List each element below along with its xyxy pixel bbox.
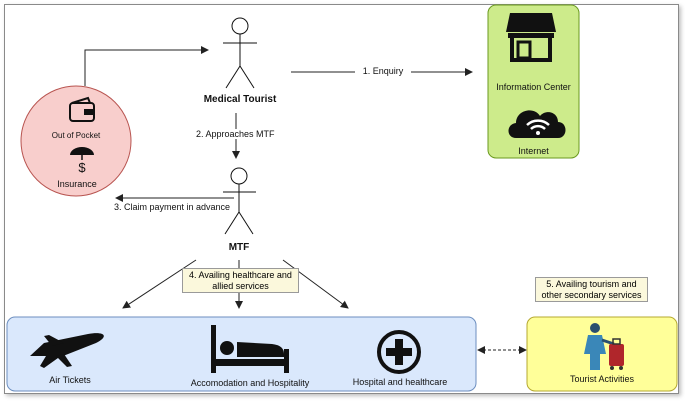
claim-label: 3. Claim payment in advance: [114, 202, 231, 212]
cloud-wifi-icon: [508, 110, 566, 138]
availing-tourism-note: 5. Availing tourism and other secondary …: [535, 277, 648, 302]
insurance-label: Insurance: [57, 179, 97, 189]
medical-tourist-actor-icon: [223, 17, 257, 89]
out-of-pocket-label: Out of Pocket: [51, 131, 101, 140]
mtf-label: MTF: [228, 242, 250, 253]
tourist-activities-label: Tourist Activities: [569, 374, 635, 384]
wallet-icon: [69, 96, 95, 122]
medical-tourist-label: Medical Tourist: [203, 94, 277, 105]
internet-label: Internet: [518, 146, 549, 156]
availing-healthcare-note: 4. Availing healthcare and allied servic…: [182, 268, 299, 293]
umbrella-dollar-icon: $: [70, 147, 94, 175]
accommodation-label: Accomodation and Hospitality: [190, 378, 310, 388]
svg-text:$: $: [78, 160, 86, 175]
airplane-icon: [30, 333, 104, 368]
edge-insurance-to-tourist: [84, 46, 209, 86]
store-icon: [506, 13, 556, 62]
tourist-luggage-icon: [584, 323, 624, 370]
air-tickets-label: Air Tickets: [49, 375, 91, 385]
bed-icon: [211, 325, 289, 373]
mtf-actor-icon: [223, 167, 256, 235]
approaches-label: 2. Approaches MTF: [196, 129, 275, 139]
enquiry-label: 1. Enquiry: [355, 66, 411, 76]
information-center-label: Information Center: [496, 82, 571, 92]
hospital-plus-icon: [377, 330, 421, 374]
insurance-circle: [20, 85, 132, 197]
hospital-label: Hospital and healthcare: [352, 377, 448, 387]
